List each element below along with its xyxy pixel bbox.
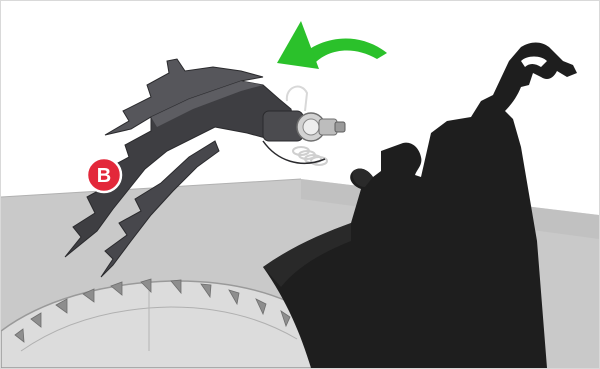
callout-b-label: B [97, 165, 111, 187]
callout-b: B [87, 158, 121, 192]
rotate-counterclockwise-arrow-icon [277, 21, 387, 69]
